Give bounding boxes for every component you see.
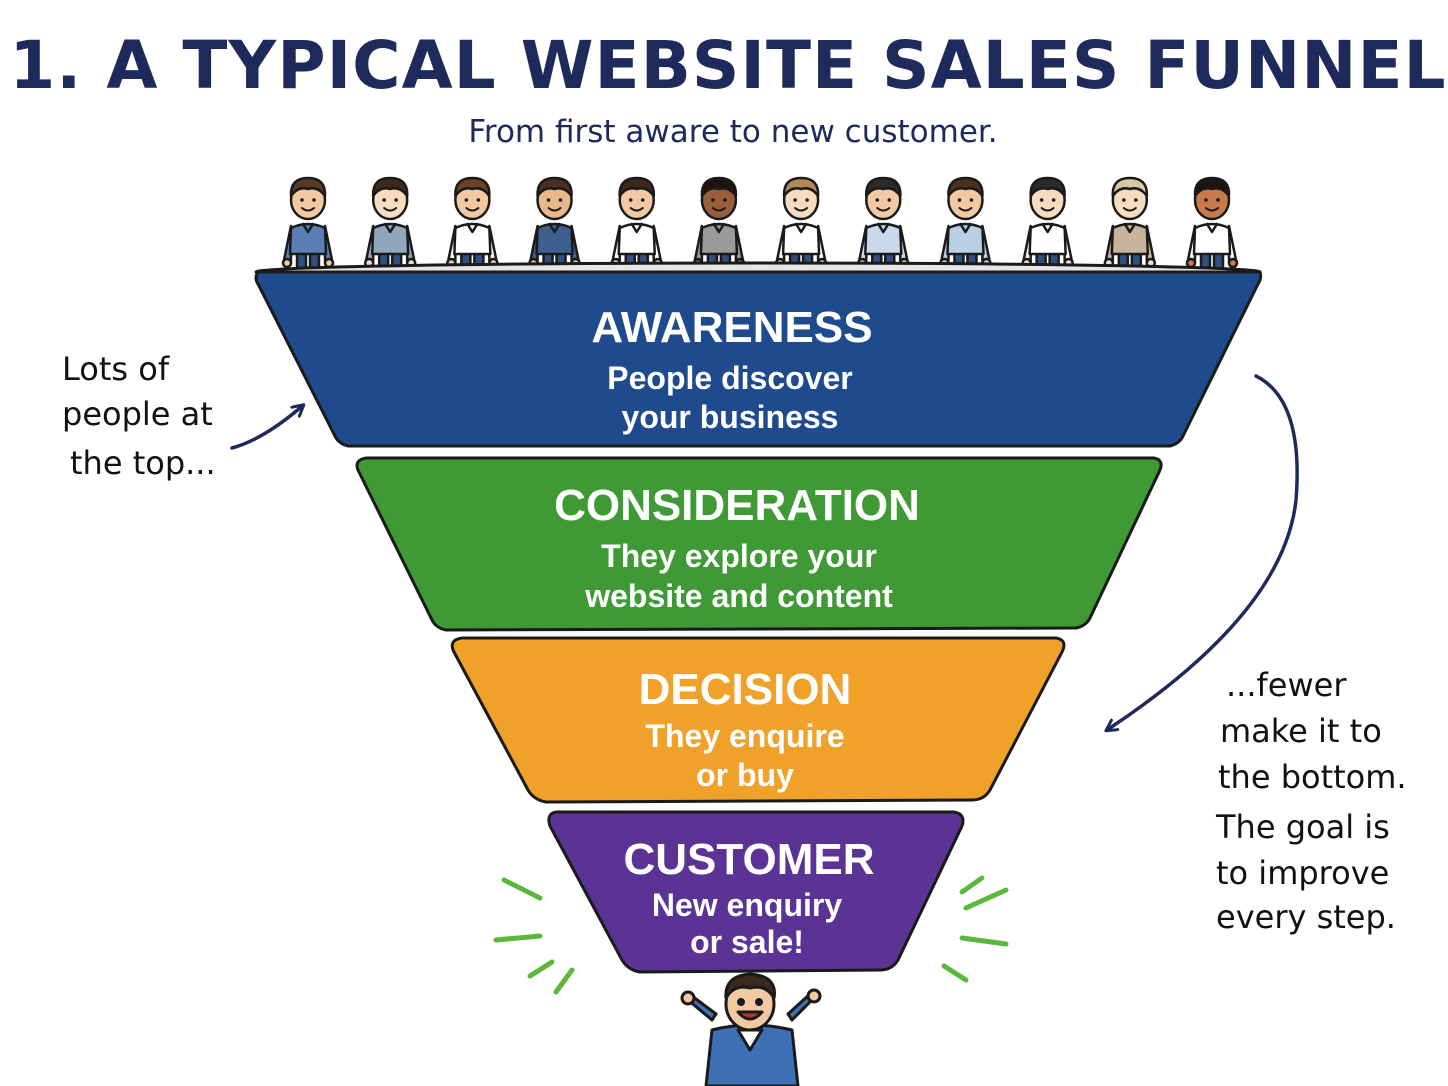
stage-customer-line2: or sale!: [690, 924, 804, 960]
person-icon: [774, 176, 828, 276]
stage-awareness-name: AWARENESS: [591, 303, 872, 352]
stage-awareness-line2: your business: [622, 399, 839, 435]
page-title: 1. A TYPICAL WEBSITE SALES FUNNEL: [9, 27, 1446, 104]
note-left-line-1: Lots of: [62, 350, 170, 388]
stage-decision: DECISION They enquire or buy: [450, 636, 1066, 804]
note-left: Lots of people at the top...: [62, 350, 216, 482]
stage-customer-name: CUSTOMER: [624, 835, 875, 884]
note-right-line-3: the bottom.: [1218, 758, 1407, 796]
stage-awareness: AWARENESS People discover your business: [254, 270, 1263, 448]
person-icon: [857, 176, 910, 276]
person-icon: [1021, 176, 1074, 276]
page-subtitle: From first aware to new customer.: [468, 114, 997, 150]
person-icon: [939, 176, 992, 276]
note-right: ...fewer make it to the bottom. The goal…: [1215, 666, 1407, 936]
arrow-left-icon: [230, 408, 300, 450]
person-icon: [692, 176, 746, 276]
person-icon: [610, 176, 663, 276]
note-right-line-1: ...fewer: [1226, 666, 1347, 704]
stage-awareness-band: [254, 270, 1263, 448]
person-icon: [528, 176, 581, 276]
stage-consideration-name: CONSIDERATION: [554, 481, 920, 530]
note-left-line-2: people at: [62, 395, 213, 433]
note-left-line-3: the top...: [70, 444, 216, 482]
celebrating-customer-icon: [680, 972, 822, 1086]
stage-decision-line1: They enquire: [645, 718, 844, 754]
stage-awareness-line1: People discover: [607, 360, 852, 396]
stage-consideration: CONSIDERATION They explore your website …: [355, 456, 1163, 632]
stage-decision-line2: or buy: [696, 757, 794, 793]
celebration-burst: [493, 875, 1009, 995]
note-right-line-4: The goal is: [1215, 808, 1390, 846]
note-right-line-2: make it to: [1220, 712, 1382, 750]
stage-consideration-line2: website and content: [584, 578, 893, 614]
person-icon: [1185, 176, 1239, 276]
stage-decision-band: [450, 636, 1066, 804]
person-icon: [281, 176, 335, 276]
person-icon: [363, 176, 417, 276]
note-right-line-5: to improve: [1216, 854, 1389, 892]
person-icon: [1103, 176, 1157, 276]
note-right-line-6: every step.: [1216, 898, 1396, 936]
stage-decision-name: DECISION: [639, 665, 852, 714]
stage-customer: CUSTOMER New enquiry or sale!: [547, 810, 965, 974]
arrow-right-curve-icon: [1110, 374, 1299, 728]
stage-customer-line1: New enquiry: [652, 887, 842, 923]
stage-customer-band: [547, 810, 965, 974]
person-icon: [446, 176, 499, 276]
stage-consideration-line1: They explore your: [601, 538, 877, 574]
people-row: [281, 176, 1239, 276]
stage-consideration-band: [355, 456, 1163, 632]
